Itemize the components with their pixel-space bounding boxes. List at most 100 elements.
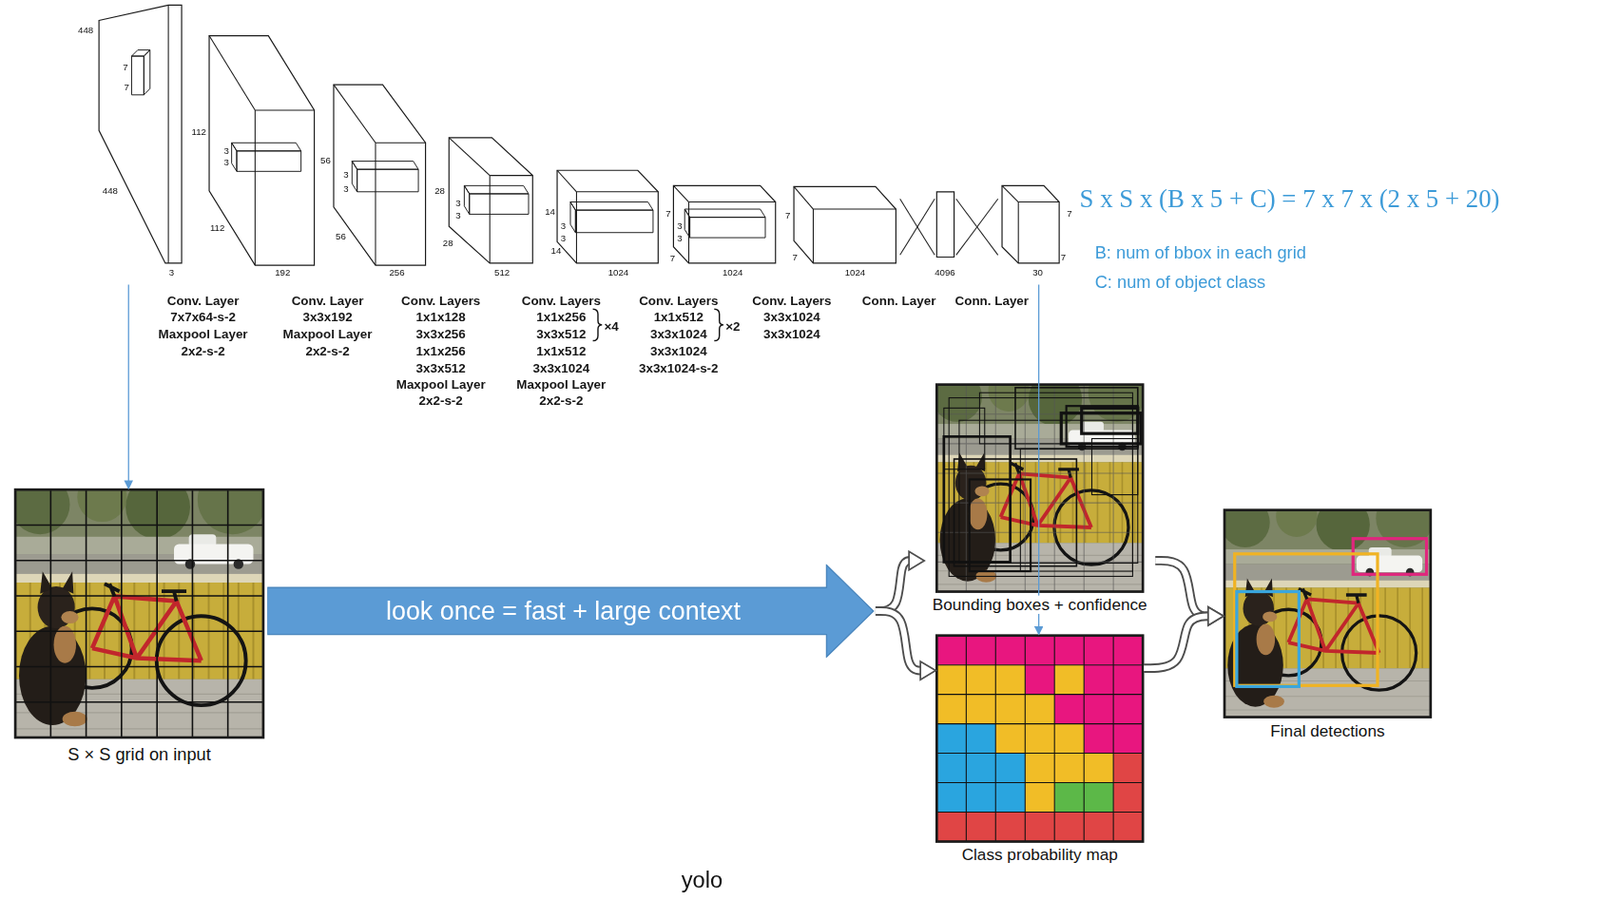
dimension-number: 30 [1032, 269, 1043, 279]
cuboid-edge [557, 170, 577, 193]
dimension-number: 7 [122, 62, 128, 73]
cuboid-outline [98, 4, 182, 264]
bbox-photo [936, 385, 1143, 593]
cuboid-outline [673, 185, 775, 264]
cuboid-edge [1002, 185, 1019, 202]
kernel-box [131, 56, 144, 96]
dimension-number: 1024 [845, 269, 867, 279]
cuboid-edge [689, 201, 776, 203]
repeat-bracket [593, 308, 724, 341]
layer-cuboid: 771024 [781, 180, 901, 283]
bbox-photo [1015, 387, 1138, 449]
cuboid-edge [448, 137, 490, 176]
layer-spec: 3x3x1024 [650, 327, 708, 342]
cuboid-edge [1018, 201, 1060, 203]
detection-photo [1224, 510, 1431, 718]
layer-spec: Conn. Layer [862, 293, 937, 309]
dimension-number: 7 [670, 254, 675, 265]
leader-arrow [128, 284, 130, 489]
class-probability-grid [1024, 753, 1114, 784]
dimension-number: 7 [665, 210, 671, 220]
layer-spec: 1x1x128 [416, 310, 466, 326]
cuboid-edge [812, 208, 896, 210]
detection-photo [1352, 539, 1427, 576]
bbox-photo [969, 479, 1031, 572]
dimension-number: 28 [443, 239, 454, 250]
layer-spec: Maxpool Layer [516, 377, 606, 392]
dimension-number: 192 [274, 269, 290, 279]
dimension-number: 3 [676, 221, 682, 232]
dimension-number: 3 [455, 212, 461, 222]
flow-arrow [1155, 560, 1224, 626]
layer-crossing-lines [900, 198, 935, 255]
cuboid-outline [98, 4, 182, 264]
layer-cuboid: 563356256 [319, 79, 430, 284]
hollow-arrowhead [920, 661, 936, 680]
input-photo [15, 489, 264, 738]
kernel-box [684, 209, 690, 238]
cuboid-edge [1018, 202, 1020, 264]
layer-cuboid: 4096 [928, 186, 964, 283]
hollow-arrow-outline [875, 560, 912, 612]
repeat-count: ×4 [603, 319, 618, 334]
cuboid-outline [333, 84, 426, 266]
class-probability-grid [1054, 665, 1084, 695]
cuboid-edge [254, 109, 314, 111]
layer-cuboid: 73371024 [663, 179, 781, 283]
hollow-arrow-fill [875, 611, 924, 672]
hollow-arrow-outline [1143, 616, 1212, 669]
layer-spec: Maxpool Layer [158, 327, 249, 342]
dimension-number: 512 [494, 269, 510, 279]
bbox-photo [1066, 405, 1138, 447]
cuboid-edge [576, 191, 658, 193]
hollow-arrow-outline [1155, 560, 1212, 617]
input-photo [15, 489, 264, 738]
layer-spec: 2x2-s-2 [419, 394, 463, 409]
dimension-number: 7 [123, 82, 129, 93]
panel-caption: Class probability map [958, 846, 1121, 866]
layer-cuboid: 448774483 [67, 1, 191, 283]
layer-spec: 3x3x1024-s-2 [638, 361, 719, 376]
dimension-number: 3 [343, 171, 348, 181]
kernel-box [690, 217, 766, 238]
dimension-number: 56 [335, 231, 347, 242]
layer-spec: 2x2-s-2 [539, 394, 583, 409]
layer-spec: 7x7x64-s-2 [170, 310, 236, 326]
kernel-box [231, 142, 237, 172]
layer-spec: 2x2-s-2 [180, 344, 225, 359]
layer-cuboid: 1433141024 [540, 163, 664, 284]
hollow-arrow-fill [1155, 560, 1212, 617]
cuboid-outline [936, 192, 954, 258]
dimension-number: 3 [455, 199, 461, 210]
class-probability-grid [936, 811, 1143, 842]
kernel-box [463, 185, 529, 194]
layer-spec: 1x1x512 [536, 344, 586, 359]
class-probability-grid [995, 724, 1084, 754]
cuboid-outline [557, 170, 658, 264]
layer-spec: 3x3x1024 [532, 361, 590, 376]
kernel-box [357, 169, 419, 193]
dimension-number: 28 [434, 187, 445, 197]
dimension-number: 56 [320, 156, 331, 167]
kernel-box [143, 50, 150, 96]
kernel-box [236, 151, 302, 172]
dimension-number: 4096 [934, 269, 956, 279]
kernel-box [351, 161, 419, 171]
input-photo [10, 464, 268, 738]
bbox-photo [954, 459, 1078, 567]
flow-arrow: look once = fast + large context [267, 564, 875, 659]
cuboid-edge [489, 174, 533, 176]
kernel-box [231, 142, 302, 152]
cuboid-outline [557, 170, 658, 264]
image-panel: Bounding boxes + confidence [925, 385, 1155, 620]
dimension-number: 7 [1060, 253, 1066, 264]
cuboid-edge [254, 110, 256, 266]
class-probability-grid [936, 636, 1143, 843]
layer-spec: Conv. Layers [521, 293, 601, 309]
layer-cuboid: 7730 [996, 179, 1082, 283]
panel-caption: Bounding boxes + confidence [929, 596, 1151, 616]
flow-arrow [875, 611, 936, 680]
layer-crossing-lines [956, 198, 999, 255]
dimension-number: 112 [210, 224, 225, 234]
layer-cuboid: 28 3 3 28 512 [432, 130, 537, 283]
